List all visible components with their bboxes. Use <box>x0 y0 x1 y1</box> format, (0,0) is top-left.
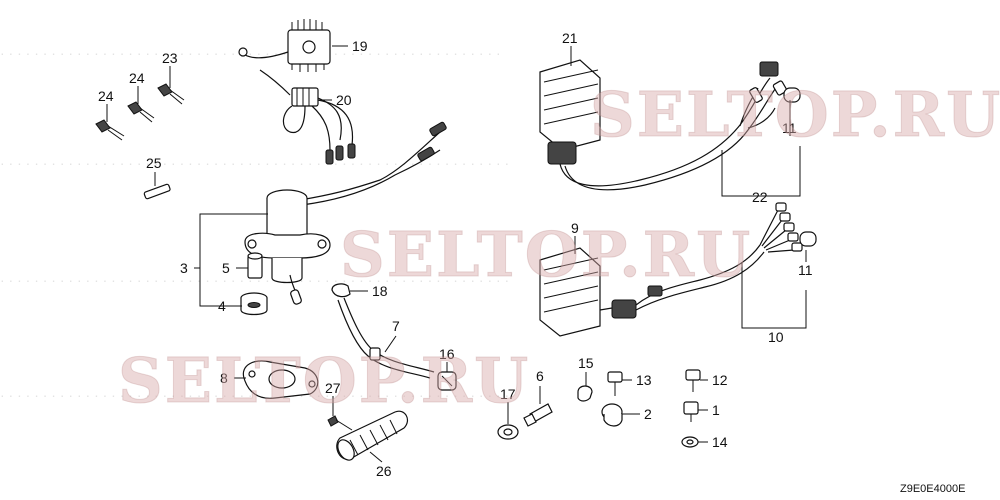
callout-3: 3 <box>180 260 188 276</box>
callout-24-lower: 24 <box>98 88 114 104</box>
callout-15: 15 <box>578 355 594 371</box>
svg-text:· · · · · · · · · · · · · · ·: · · · · · · · · · · · · · · · · · · · · … <box>0 272 509 288</box>
callout-6: 6 <box>536 368 544 384</box>
part-9-regulator <box>539 202 817 337</box>
part-13-screw <box>607 371 623 396</box>
part-2-cap <box>601 403 623 427</box>
callout-18: 18 <box>372 283 388 299</box>
part-16-clamp <box>437 371 457 391</box>
part-12-bolt <box>685 369 701 392</box>
part-24-bolt-a <box>95 119 125 141</box>
callout-17: 17 <box>500 386 516 402</box>
callout-22: 22 <box>752 189 768 205</box>
part-17-clamp <box>497 424 519 440</box>
callout-27: 27 <box>325 380 341 396</box>
callout-11-lower: 11 <box>798 262 813 278</box>
callout-19: 19 <box>352 38 368 54</box>
callout-16: 16 <box>439 346 455 362</box>
part-4-grommet <box>240 292 268 316</box>
part-8-gasket <box>242 360 319 399</box>
callout-12: 12 <box>712 372 728 388</box>
part-14-washer <box>681 436 699 448</box>
part-18-clip <box>331 283 351 298</box>
svg-text:· · · · · · · · · · · · · · ·: · · · · · · · · · · · · · · · · · · · · … <box>0 155 509 171</box>
part-5-spacer <box>247 252 263 279</box>
watermark-top: SELTOP.RU <box>590 78 1000 151</box>
watermark-bottom: SELTOP.RU <box>118 344 530 417</box>
callout-13: 13 <box>636 372 652 388</box>
callout-21: 21 <box>562 30 578 46</box>
part-23-bolt <box>157 83 185 105</box>
callout-24-upper: 24 <box>129 70 145 86</box>
part-27-screw <box>327 415 353 431</box>
diagram-code: Z9E0E4000E <box>900 483 965 495</box>
part-21-regulator <box>539 59 801 191</box>
part-24-bolt-b <box>127 101 155 123</box>
coil-harness <box>299 121 447 206</box>
background-watermark-rows: · · · · · · · · · · · · · · · · · · · · … <box>0 45 509 403</box>
callout-7: 7 <box>392 318 400 334</box>
leader-lines <box>106 45 807 463</box>
callout-14: 14 <box>712 434 728 450</box>
watermarks: SELTOP.RU SELTOP.RU SELTOP.RU <box>118 78 1000 418</box>
part-7-tube <box>337 297 435 379</box>
callout-8: 8 <box>220 370 228 386</box>
part-1-bolt <box>683 401 699 422</box>
callout-5: 5 <box>222 260 230 276</box>
callout-23: 23 <box>162 50 178 66</box>
svg-text:· · · · · · · · · · · · · · ·: · · · · · · · · · · · · · · · · · · · · … <box>0 387 509 403</box>
callout-25: 25 <box>146 155 162 171</box>
part-3-coil <box>244 189 331 305</box>
part-20-harness <box>259 69 356 165</box>
callout-4: 4 <box>218 298 226 314</box>
callout-11-upper: 11 <box>782 120 797 136</box>
callout-labels: 23 24 24 25 19 20 3 5 4 18 7 8 16 27 26 … <box>98 30 813 479</box>
watermark-middle: SELTOP.RU <box>340 218 752 291</box>
part-15-washer <box>577 385 593 402</box>
svg-text:· · · · · · · · · · · · · · ·: · · · · · · · · · · · · · · · · · · · · … <box>0 45 501 61</box>
callout-2: 2 <box>644 406 652 422</box>
callout-9: 9 <box>571 220 579 236</box>
callout-26: 26 <box>376 463 392 479</box>
callout-20: 20 <box>336 92 352 108</box>
part-26-grip <box>336 410 408 461</box>
part-19-rectifier <box>238 19 331 72</box>
callout-10: 10 <box>768 329 784 345</box>
part-25-pin <box>143 183 171 200</box>
callout-1: 1 <box>712 402 720 418</box>
part-6-fitting <box>523 403 553 427</box>
